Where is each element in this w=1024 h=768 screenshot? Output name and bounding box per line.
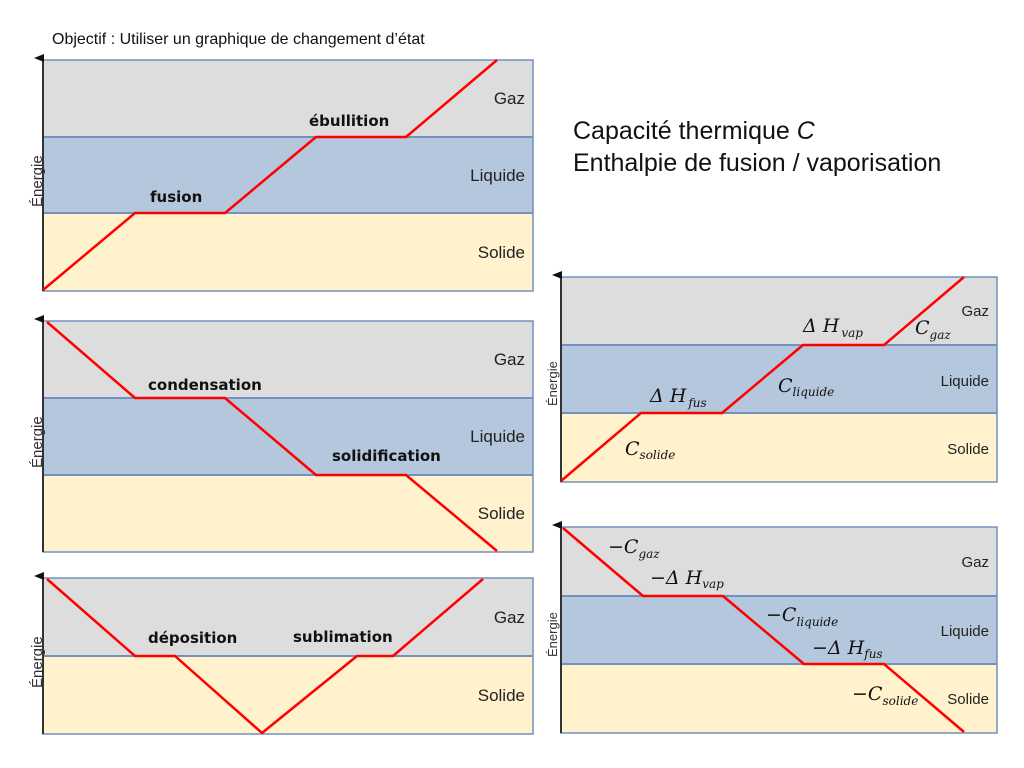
energy-curve [562,527,965,733]
solid-band [43,656,533,734]
label-minus-c-gaz: −Cgaz [608,536,660,561]
phase-label-gas: Gaz [961,303,989,320]
phase-label-liquid: Liquide [470,166,525,185]
panel-cooling-math: Énergie Gaz Liquide Solide −Cgaz −Δ Hvap… [545,521,998,734]
phase-label-liquid: Liquide [941,373,989,390]
energy-curve [46,578,484,735]
label-fusion: fusion [150,188,202,206]
liquid-band [561,345,997,413]
label-c-liquide: Cliquide [778,375,834,399]
phase-label-gas: Gaz [961,554,989,571]
heading-line-2: Enthalpie de fusion / vaporisation [573,149,941,177]
gas-band [43,578,533,656]
energy-curve [560,276,965,482]
axis-label: Énergie [545,612,560,657]
solid-band [43,213,533,291]
solid-band [561,664,997,733]
label-c-gaz: Cgaz [915,317,951,342]
panel-sublimation: Énergie Gaz Solide déposition sublimatio… [29,572,534,735]
label-minus-dh-vap: −Δ Hvap [650,567,724,591]
gas-band [561,527,997,596]
label-ebullition: ébullition [309,112,389,130]
phase-label-solid: Solide [478,686,525,705]
phase-label-solid: Solide [478,504,525,523]
gas-band [43,60,533,137]
phase-label-gas: Gaz [494,350,525,369]
label-solidification: solidification [332,447,441,465]
label-c-solide: Csolide [625,438,675,462]
label-minus-dh-fus: −Δ Hfus [812,637,883,661]
axis-label: Énergie [29,636,46,688]
label-minus-c-liquide: −Cliquide [766,604,838,629]
panel-heating: Énergie Gaz Liquide Solide fusion ébulli… [29,54,534,292]
label-deposition: déposition [148,629,237,647]
axis-label: Énergie [545,361,560,406]
phase-label-gas: Gaz [494,89,525,108]
page-title: Objectif : Utiliser un graphique de chan… [52,31,425,48]
phase-label-solid: Solide [478,243,525,262]
solid-band [43,475,533,552]
solid-band [561,413,997,482]
energy-curve [42,59,498,291]
panel-cooling: Énergie Gaz Liquide Solide condensation … [29,315,534,553]
liquid-band [43,398,533,475]
phase-label-solid: Solide [947,691,989,708]
axis-label: Énergie [29,416,46,468]
heading-line-1: Capacité thermique C [573,117,816,145]
label-minus-c-solide: −Csolide [852,683,918,708]
liquid-band [561,596,997,664]
phase-label-solid: Solide [947,441,989,458]
axis-label: Énergie [29,155,46,207]
phase-label-liquid: Liquide [470,427,525,446]
energy-curve [46,321,498,552]
phase-label-liquid: Liquide [941,623,989,640]
gas-band [43,321,533,398]
liquid-band [43,137,533,213]
label-sublimation: sublimation [293,628,393,646]
phase-label-gas: Gaz [494,608,525,627]
label-condensation: condensation [148,376,262,394]
